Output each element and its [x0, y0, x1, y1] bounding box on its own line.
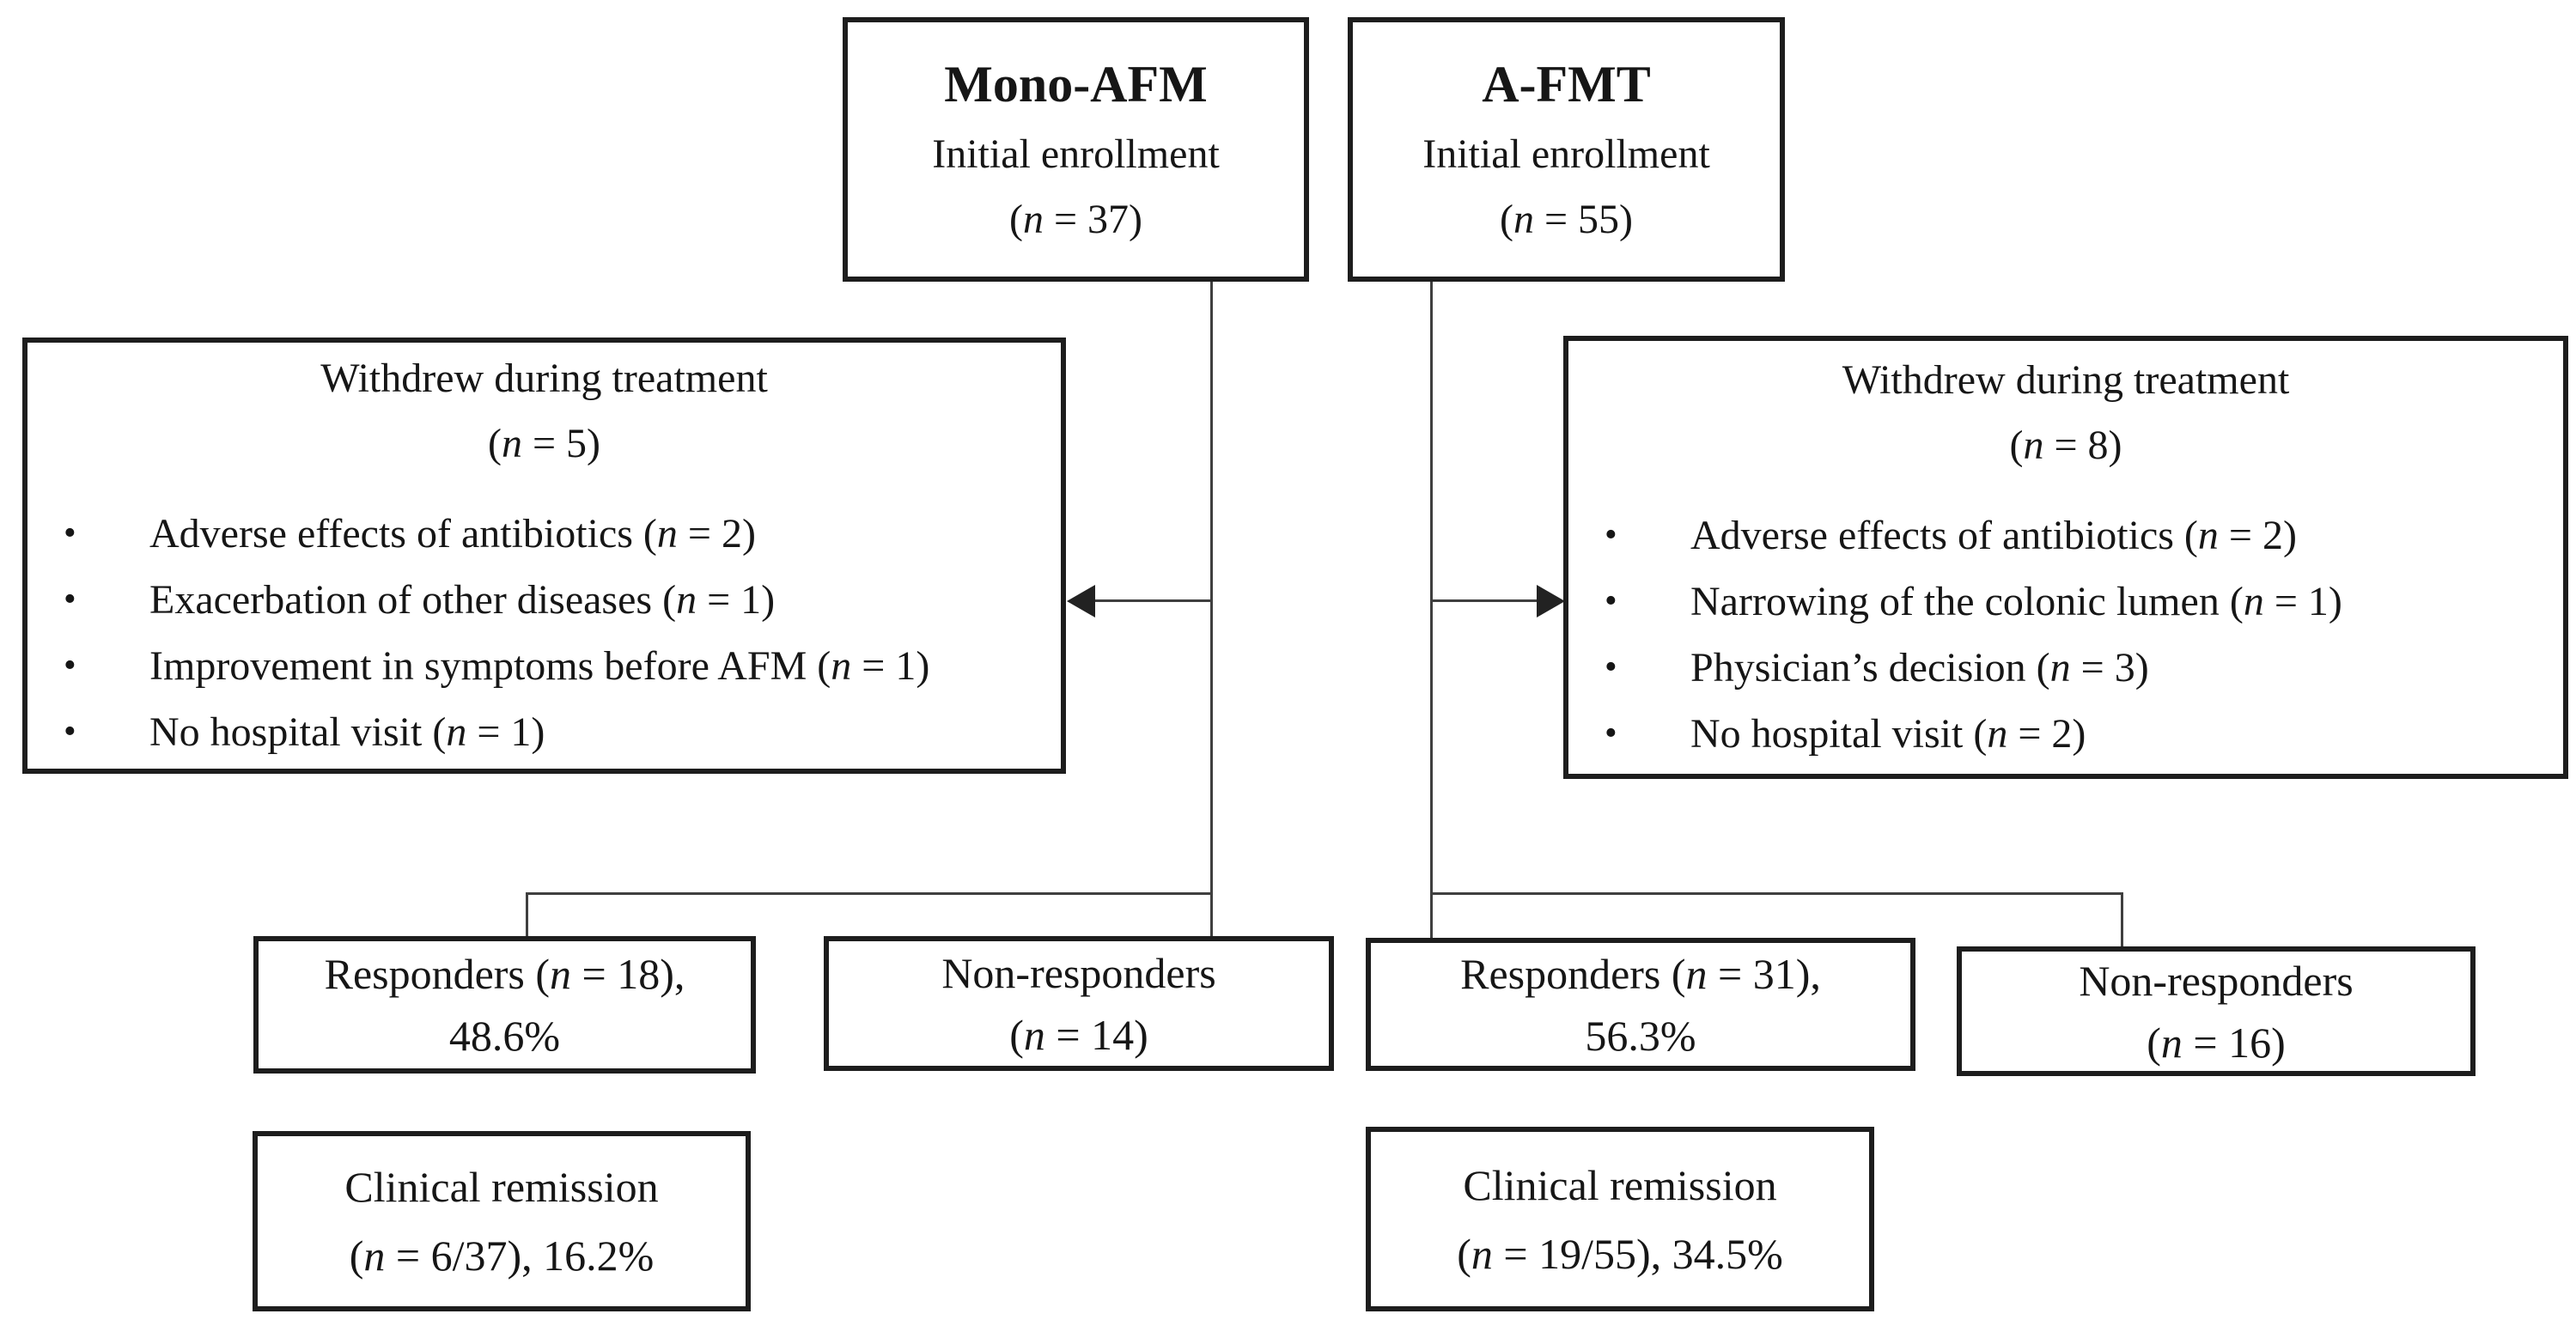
bullet-icon: •	[1605, 515, 1617, 555]
connector-withdrew-fmt-line	[1430, 599, 1538, 602]
withdrew-reason-list: • Adverse effects of antibiotics (n = 2)…	[27, 501, 1061, 765]
n-italic: n	[1987, 711, 2008, 757]
withdrew-reason-item: • Adverse effects of antibiotics (n = 2)	[1568, 502, 2563, 569]
withdrew-reason-item: • No hospital visit (n = 1)	[27, 699, 1061, 765]
withdrew-reason-item: • Physician’s decision (n = 3)	[1568, 635, 2563, 701]
n-italic: n	[1685, 949, 1708, 998]
reason-text: No hospital visit (n = 1)	[149, 709, 545, 755]
n-italic: n	[656, 511, 678, 557]
reason-text: Exacerbation of other diseases (n = 1)	[149, 577, 776, 623]
arrowhead-left-icon	[1067, 585, 1095, 617]
bullet-icon: •	[1605, 581, 1617, 621]
withdrew-title: Withdrew during treatment	[1842, 357, 2290, 403]
n-italic: n	[1513, 197, 1534, 242]
reason-text: Adverse effects of antibiotics (n = 2)	[1690, 513, 2297, 558]
enrollment-subtitle: Initial enrollment	[932, 131, 1220, 177]
responders-box-mono-afm: Responders (n = 18), 48.6%	[253, 936, 756, 1074]
arrowhead-right-icon	[1537, 585, 1565, 617]
n-italic: n	[2243, 579, 2264, 624]
connector-fmt-nonresponders-drop	[2121, 892, 2123, 948]
remission-count: (n = 19/55), 34.5%	[1457, 1229, 1783, 1278]
n-italic: n	[2049, 645, 2071, 690]
reason-text: Physician’s decision (n = 3)	[1690, 645, 2149, 690]
enrollment-count: (n = 37)	[1008, 197, 1143, 242]
responders-percent: 56.3%	[1585, 1011, 1696, 1060]
reason-text: Adverse effects of antibiotics (n = 2)	[149, 511, 756, 557]
connector-a-fmt-vertical	[1430, 282, 1433, 938]
reason-text: No hospital visit (n = 2)	[1690, 711, 2086, 757]
n-italic: n	[501, 421, 522, 466]
reason-text: Improvement in symptoms before AFM (n = …	[149, 643, 930, 689]
withdrew-count: (n = 5)	[487, 421, 601, 466]
withdrew-reason-list: • Adverse effects of antibiotics (n = 2)…	[1568, 502, 2563, 767]
bullet-icon: •	[64, 646, 76, 685]
bullet-icon: •	[1605, 648, 1617, 687]
enrollment-box-a-fmt: A-FMT Initial enrollment (n = 55)	[1348, 17, 1785, 282]
n-italic: n	[2160, 1018, 2183, 1067]
arm-title-a-fmt: A-FMT	[1482, 56, 1651, 113]
enrollment-subtitle: Initial enrollment	[1422, 131, 1710, 177]
remission-box-mono-afm: Clinical remission (n = 6/37), 16.2%	[253, 1131, 751, 1311]
bullet-icon: •	[64, 514, 76, 553]
connector-mono-afm-vertical	[1210, 282, 1213, 936]
connector-fmt-branch	[1430, 892, 2123, 895]
n-italic: n	[831, 643, 852, 689]
withdrew-reason-item: • Improvement in symptoms before AFM (n …	[27, 633, 1061, 699]
n-italic: n	[1022, 197, 1044, 242]
n-italic: n	[2197, 513, 2219, 558]
non-responders-label: Non-responders	[941, 948, 1216, 997]
remission-label: Clinical remission	[1463, 1160, 1777, 1209]
responders-percent: 48.6%	[448, 1012, 561, 1060]
non-responders-count: (n = 16)	[2147, 1018, 2286, 1067]
n-italic: n	[2023, 423, 2044, 468]
remission-label: Clinical remission	[344, 1163, 659, 1211]
withdrew-reason-item: • Exacerbation of other diseases (n = 1)	[27, 567, 1061, 633]
n-italic: n	[1471, 1229, 1493, 1278]
n-italic: n	[1023, 1010, 1045, 1059]
withdrew-title: Withdrew during treatment	[320, 356, 768, 401]
withdrew-box-mono-afm: Withdrew during treatment (n = 5) • Adve…	[22, 338, 1066, 774]
n-italic: n	[446, 709, 467, 755]
n-italic: n	[363, 1232, 386, 1280]
remission-box-a-fmt: Clinical remission (n = 19/55), 34.5%	[1366, 1127, 1874, 1311]
withdrew-count: (n = 8)	[2009, 423, 2122, 468]
non-responders-label: Non-responders	[2079, 956, 2354, 1005]
connector-mono-branch	[526, 892, 1213, 895]
reason-text: Narrowing of the colonic lumen (n = 1)	[1690, 579, 2342, 624]
non-responders-count: (n = 14)	[1009, 1010, 1148, 1059]
n-italic: n	[676, 577, 697, 623]
enrollment-count: (n = 55)	[1499, 197, 1634, 242]
responders-count: Responders (n = 31),	[1460, 949, 1821, 998]
bullet-icon: •	[64, 712, 76, 751]
withdrew-box-a-fmt: Withdrew during treatment (n = 8) • Adve…	[1563, 336, 2568, 779]
withdrew-reason-item: • Narrowing of the colonic lumen (n = 1)	[1568, 569, 2563, 635]
withdrew-reason-item: • Adverse effects of antibiotics (n = 2)	[27, 501, 1061, 567]
n-italic: n	[550, 950, 572, 998]
non-responders-box-a-fmt: Non-responders (n = 16)	[1957, 946, 2476, 1076]
non-responders-box-mono-afm: Non-responders (n = 14)	[824, 936, 1334, 1071]
connector-withdrew-mono-line	[1093, 599, 1213, 602]
bullet-icon: •	[64, 580, 76, 619]
bullet-icon: •	[1605, 714, 1617, 753]
enrollment-box-mono-afm: Mono-AFM Initial enrollment (n = 37)	[843, 17, 1309, 282]
responders-count: Responders (n = 18),	[324, 950, 685, 998]
responders-box-a-fmt: Responders (n = 31), 56.3%	[1366, 938, 1915, 1071]
connector-mono-responders-drop	[526, 892, 528, 938]
arm-title-mono-afm: Mono-AFM	[944, 56, 1208, 113]
remission-count: (n = 6/37), 16.2%	[349, 1232, 655, 1280]
withdrew-reason-item: • No hospital visit (n = 2)	[1568, 701, 2563, 767]
